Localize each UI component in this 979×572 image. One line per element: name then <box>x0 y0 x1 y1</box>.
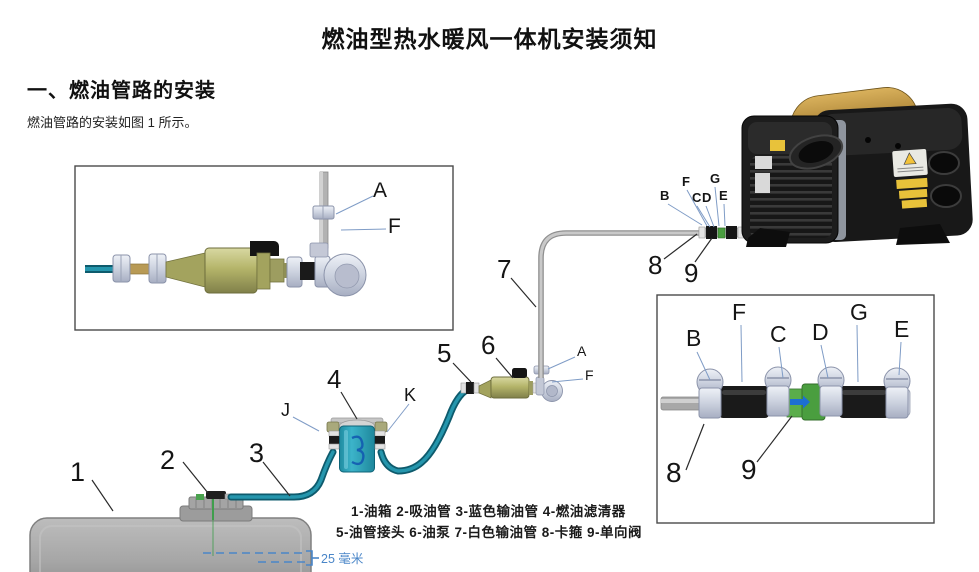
leader-lines-black <box>91 233 793 512</box>
fuel-tank <box>29 491 312 572</box>
clamp-b <box>696 368 724 419</box>
callout-1-tank: 1 <box>70 457 86 487</box>
dimension-note-25mm: 25 毫米 <box>321 552 364 566</box>
inset1-callout-f: F <box>388 215 401 238</box>
inset2-callout-b: B <box>686 325 702 351</box>
white-hose <box>538 230 700 378</box>
inline-valve-assembly <box>698 226 748 239</box>
inset-valve-detail <box>660 366 911 421</box>
callout-4-filter: 4 <box>327 364 342 394</box>
inset1-callout-a: A <box>373 179 388 202</box>
blue-hose-filter-to-pump <box>377 385 472 475</box>
callout-c-inline: C <box>692 190 702 205</box>
callout-3-blue-hose: 3 <box>249 438 265 468</box>
callout-f-pump-hose: F <box>585 367 594 383</box>
callout-f-inline: F <box>682 174 690 189</box>
callout-9-valve: 9 <box>684 258 699 288</box>
section-heading: 一、燃油管路的安装 <box>27 80 216 102</box>
callout-5-joint: 5 <box>437 338 452 368</box>
blue-hose <box>227 448 337 501</box>
page-title: 燃油型热水暖风一体机安装须知 <box>321 26 658 52</box>
callout-d-inline: D <box>702 190 712 205</box>
callout-8-clamp: 8 <box>648 250 663 280</box>
warning-label <box>892 148 928 209</box>
inset2-callout-g: G <box>850 299 868 325</box>
callout-g-inline: G <box>710 171 721 186</box>
callout-7-white-hose: 7 <box>497 254 512 284</box>
clamp-e <box>883 367 911 419</box>
inset2-callout-9: 9 <box>741 454 757 485</box>
inset-pump-detail <box>85 171 367 297</box>
check-valve <box>786 383 826 421</box>
air-duct <box>788 134 844 170</box>
callout-6-pump: 6 <box>481 330 496 360</box>
legend-line-1: 1-油箱 2-吸油管 3-蓝色输油管 4-燃油滤清器 <box>351 504 626 519</box>
leader-lines-blue <box>292 186 902 433</box>
heater-unit <box>741 87 973 247</box>
inset2-callout-d: D <box>812 319 829 345</box>
dimension-25mm-marks <box>203 550 319 566</box>
inset2-callout-c: C <box>770 321 787 347</box>
inset2-callout-e: E <box>894 316 910 342</box>
inset2-callout-8: 8 <box>666 457 682 488</box>
filter-fitting-j <box>328 430 340 450</box>
callout-e-inline: E <box>719 188 728 203</box>
legend-line-2: 5-油管接头 6-油泵 7-白色输油管 8-卡箍 9-单向阀 <box>336 525 643 540</box>
clamp-d <box>817 366 845 417</box>
callout-2-suction-pipe: 2 <box>160 445 176 475</box>
callout-k-fitting: K <box>404 385 417 405</box>
clamp-c <box>764 366 792 417</box>
fuel-filter <box>326 417 388 473</box>
callout-j-fitting: J <box>281 400 290 420</box>
callout-a-pump-clamp: A <box>577 343 587 359</box>
filter-fitting-k <box>374 430 386 450</box>
fuel-pump-assembly <box>460 365 563 402</box>
inset2-callout-f: F <box>732 299 747 325</box>
intro-text: 燃油管路的安装如图 1 所示。 <box>27 115 198 130</box>
callout-b-inline: B <box>660 188 670 203</box>
